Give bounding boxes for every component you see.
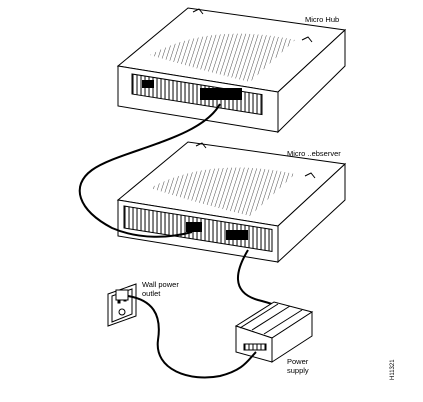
label-micro-webserver: Micro ..ebserver (287, 149, 341, 158)
ac-power-cord (127, 295, 257, 379)
label-wall-outlet: Wall power outlet (142, 280, 179, 298)
label-micro-hub: Micro Hub (305, 15, 340, 24)
micro-webserver-device (116, 141, 347, 264)
network-cable (78, 103, 221, 238)
power-supply-unit (234, 301, 314, 363)
figure-id-label: H11321 (390, 359, 396, 380)
label-power-supply: Power supply (287, 357, 309, 375)
wall-outlet (107, 283, 137, 327)
micro-hub-device (116, 7, 347, 134)
